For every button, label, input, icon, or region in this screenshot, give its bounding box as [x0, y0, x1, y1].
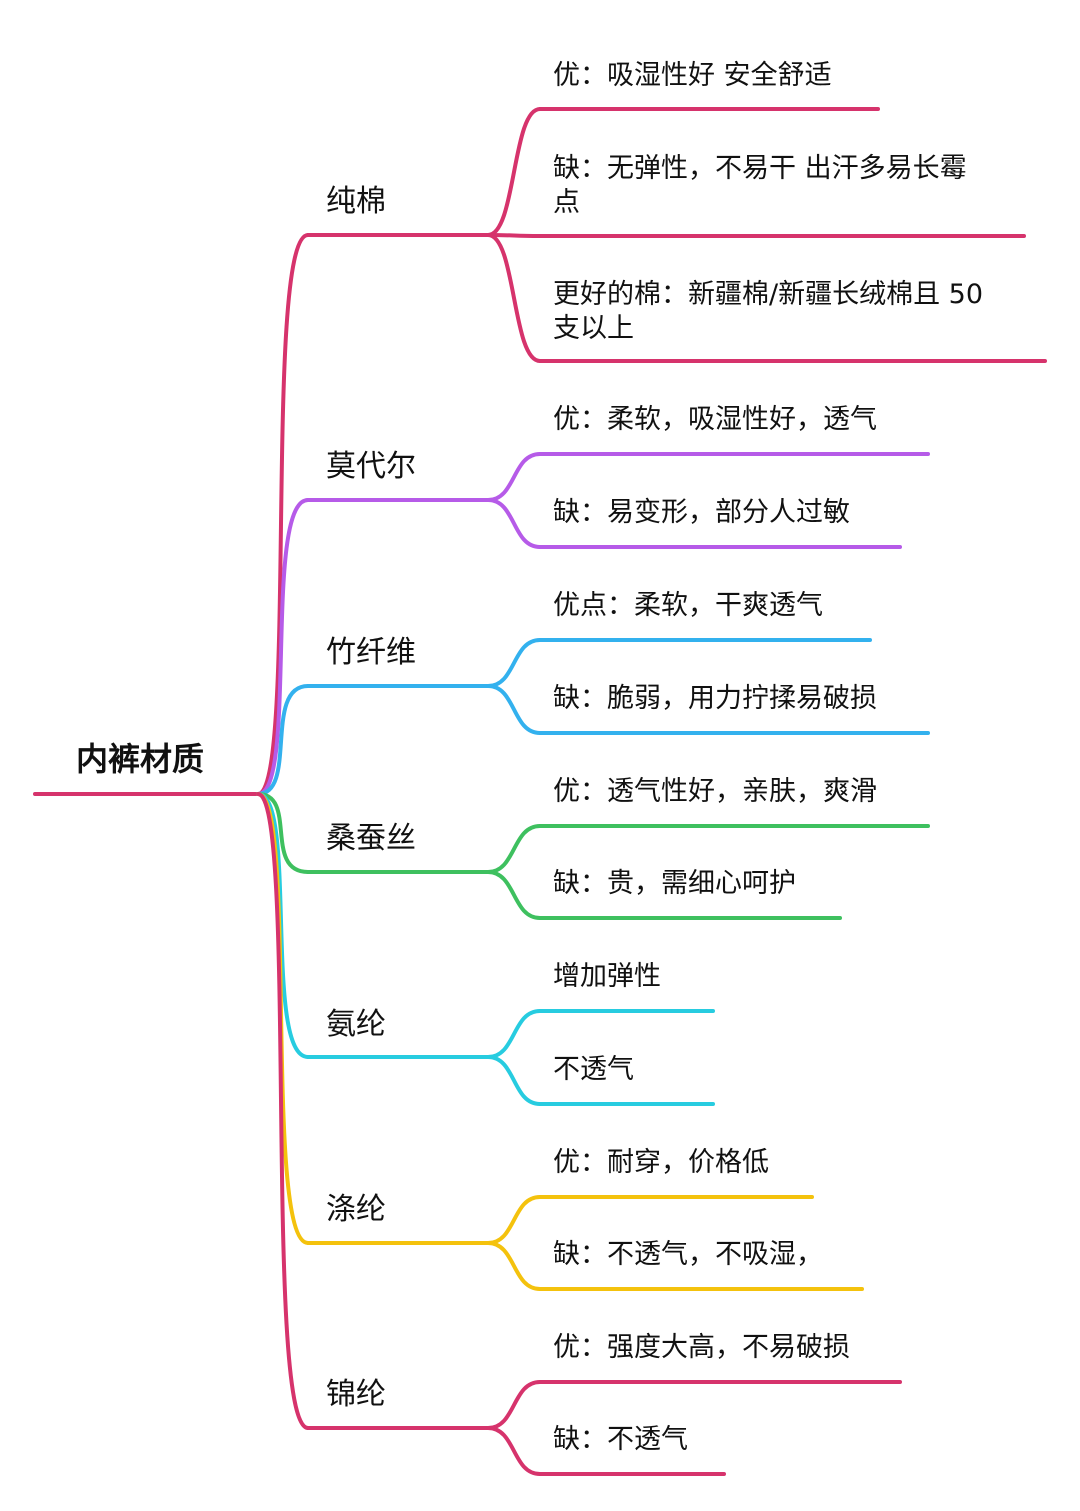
branch-to-leaf-connector — [486, 1241, 542, 1291]
leaf-label: 优：柔软，吸湿性好，透气 — [553, 404, 877, 435]
root-to-branch-connector — [256, 684, 310, 796]
leaf-label: 优：透气性好，亲肤，爽滑 — [553, 776, 877, 807]
branch-to-leaf-connector — [486, 452, 542, 502]
branch-to-leaf-connector — [486, 107, 542, 237]
leaf-label: 优：吸湿性好 安全舒适 — [553, 60, 832, 91]
root-to-branch-connector — [256, 792, 310, 1430]
leaf-label: 缺：无弹性，不易干 出汗多易长霉点 — [553, 153, 967, 218]
branch-to-leaf-connector — [486, 1009, 542, 1059]
branch-label: 锦纶 — [326, 1377, 386, 1412]
root-to-branch-connector — [256, 792, 310, 874]
branch-to-leaf-connector — [486, 1426, 542, 1476]
leaf-label: 优点：柔软，干爽透气 — [553, 590, 823, 621]
leaf-label: 缺：不透气 — [553, 1424, 688, 1455]
leaf-label: 增加弹性 — [553, 961, 661, 992]
leaf-label: 缺：贵，需细心呵护 — [553, 868, 796, 899]
branch-to-leaf-connector — [486, 1195, 542, 1245]
root-to-branch-connector — [256, 233, 310, 796]
branch-to-leaf-connector — [486, 824, 542, 874]
branch-label: 氨纶 — [326, 1007, 386, 1042]
branch-label: 纯棉 — [326, 184, 386, 219]
branch-to-leaf-connector — [486, 498, 542, 549]
root-to-branch-connector — [256, 498, 310, 796]
branch-label: 桑蚕丝 — [326, 821, 416, 856]
leaf-label: 缺：易变形，部分人过敏 — [553, 497, 850, 528]
branch-to-leaf-connector — [486, 233, 542, 238]
branch-label: 莫代尔 — [326, 449, 416, 484]
leaf-label: 优：耐穿，价格低 — [553, 1147, 769, 1178]
branch-to-leaf-connector — [486, 638, 542, 688]
branch-label: 竹纤维 — [326, 635, 416, 670]
branch-to-leaf-connector — [486, 1055, 542, 1106]
leaf-label: 不透气 — [553, 1054, 634, 1085]
branch-label: 涤纶 — [326, 1192, 386, 1227]
branch-to-leaf-connector — [486, 870, 542, 920]
root-node-label: 内裤材质 — [76, 740, 205, 778]
leaf-label: 缺：脆弱，用力拧揉易破损 — [553, 683, 877, 714]
root-to-branch-connector — [256, 792, 310, 1059]
branch-to-leaf-connector — [486, 233, 542, 363]
branch-to-leaf-connector — [486, 1380, 542, 1430]
leaf-label: 缺：不透气，不吸湿， — [553, 1239, 823, 1270]
leaf-label: 优：强度大高，不易破损 — [553, 1332, 850, 1363]
branch-to-leaf-connector — [486, 684, 542, 735]
